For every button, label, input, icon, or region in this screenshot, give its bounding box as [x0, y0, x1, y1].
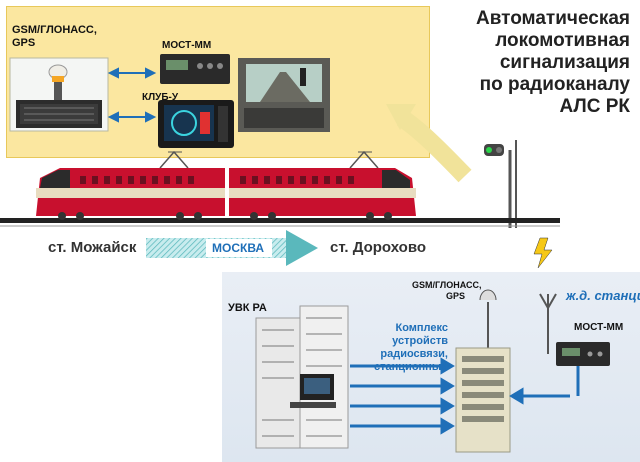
direction-label-bg: [206, 239, 272, 257]
title-line: АЛС РК: [559, 96, 630, 117]
station-gnss-label-gps: GPS: [446, 291, 466, 301]
onboard-unit-image: [16, 100, 102, 128]
station-radio-complex-image: [455, 289, 511, 453]
uvk-ra-label: УВК РА: [228, 302, 267, 314]
uvk-ra-racks-image: [255, 305, 349, 449]
gnss-antenna-image: [48, 64, 68, 102]
complex-line: станционный: [374, 361, 448, 373]
gnss-label-gps: GPS: [12, 37, 36, 49]
station-gnss-label: GSM/ГЛОНАСС,: [412, 280, 482, 290]
station-most-mm-device-image: [556, 342, 610, 366]
complex-line: устройств: [392, 335, 448, 347]
radio-complex-label: Комплекс устройств радиосвязи, станционн…: [352, 322, 448, 374]
link-arrow-klub: [107, 111, 157, 123]
direction-label: МОСКВА: [212, 241, 265, 255]
station-to-label: ст. Дорохово: [330, 239, 427, 256]
station-antenna: [539, 293, 557, 354]
gnss-label: GSM/ГЛОНАСС,: [12, 24, 97, 36]
most-mm-label: МОСТ-ММ: [162, 40, 212, 51]
station-most-mm-label: МОСТ-ММ: [574, 322, 624, 333]
complex-line: Комплекс: [395, 322, 448, 334]
railway-station-label: ж.д. станция: [566, 288, 640, 303]
title-line: по радиоканалу: [479, 74, 630, 95]
klub-u-device-image: [158, 100, 234, 148]
locomotive-image: [36, 150, 416, 220]
radio-link-bolt: [533, 237, 553, 269]
rail-track: [0, 218, 560, 223]
uplink-arrow-head: [386, 104, 416, 130]
title-line: локомотивная: [495, 30, 630, 51]
direction-arrow-head: [286, 230, 318, 266]
link-arrow-most: [107, 67, 157, 79]
complex-line: радиосвязи,: [380, 348, 448, 360]
title-line: сигнализация: [499, 52, 630, 73]
uplink-arrow: [396, 110, 472, 183]
most-link-arrow: [509, 366, 580, 405]
title-line: Автоматическая: [476, 8, 630, 29]
signal-mast: [484, 140, 517, 228]
cab-view-image: [238, 58, 330, 132]
diagram-title: Автоматическая локомотивная сигнализация…: [425, 8, 630, 118]
uvk-link-arrows: [350, 357, 455, 435]
most-mm-device-image: [160, 54, 230, 84]
klub-u-label: КЛУБ-У: [142, 92, 179, 103]
station-from-label: ст. Можайск: [48, 239, 137, 256]
